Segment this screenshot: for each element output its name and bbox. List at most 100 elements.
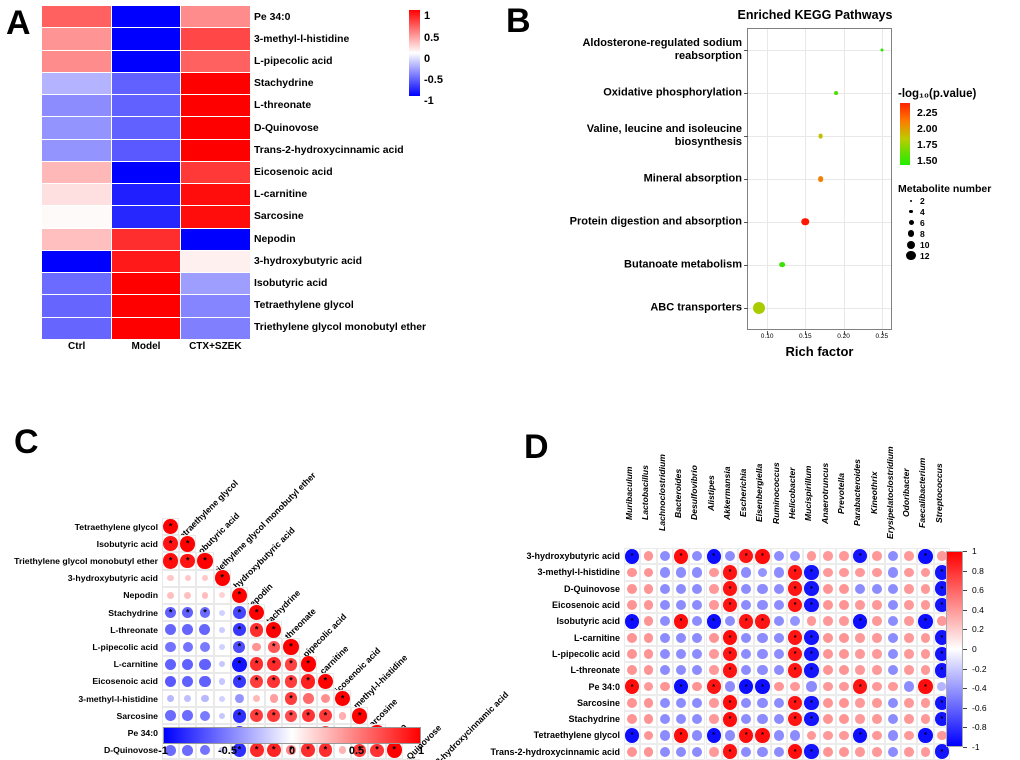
panel-d-cell: * <box>624 678 641 695</box>
panel-d-cell: * <box>787 743 804 760</box>
panel-c-cell: * <box>334 690 352 708</box>
panel-c-correlation-circle <box>184 591 192 599</box>
panel-b-xtick-label: 0.20 <box>837 333 850 340</box>
panel-c-significance-star: * <box>272 624 276 635</box>
panel-c-cell <box>213 758 231 760</box>
panel-a-cell <box>42 161 111 184</box>
panel-c-significance-star: * <box>186 607 190 618</box>
panel-d-cell <box>640 629 657 646</box>
panel-d-correlation-circle <box>773 697 784 708</box>
panel-b-size-legend-dot <box>909 209 913 214</box>
panel-d-row-label: Isobutyric acid <box>556 616 620 627</box>
panel-d-column-label: Erysipelatoclostridium <box>884 446 895 540</box>
panel-d-correlation-circle <box>741 648 752 660</box>
panel-d-cell: * <box>721 564 739 581</box>
panel-c-correlation-circle: * <box>180 535 196 552</box>
panel-b-data-point[interactable] <box>880 48 884 52</box>
panel-d-cell <box>835 629 853 646</box>
panel-d-correlation-circle <box>692 567 703 578</box>
panel-d-correlation-circle <box>708 665 719 676</box>
panel-d-cell <box>819 662 836 679</box>
panel-c-significance-star: * <box>323 676 328 687</box>
panel-a-cell <box>181 161 250 184</box>
panel-d-correlogram: *******3-hydroxybutyric acid****3-methyl… <box>490 447 950 760</box>
panel-b-data-point[interactable] <box>833 91 838 96</box>
panel-d-correlation-circle <box>920 632 931 643</box>
panel-a-cell <box>111 6 181 28</box>
panel-c-significance-star: * <box>306 744 310 755</box>
panel-d-significance-star: * <box>679 683 683 691</box>
panel-d-significance-star: * <box>679 732 683 740</box>
panel-d-significance-star: * <box>858 552 862 560</box>
panel-d-cell <box>787 678 804 695</box>
panel-c-cell <box>162 638 180 656</box>
panel-a-colorbar-tick: 0.5 <box>424 32 440 44</box>
panel-d-correlation-circle <box>659 632 670 643</box>
panel-b-data-point[interactable] <box>779 261 786 268</box>
panel-d-cell <box>917 596 934 614</box>
panel-b-size-legend-row: 4 <box>902 206 1020 217</box>
panel-b-size-legend-dot-wrap <box>902 230 920 237</box>
panel-d-correlation-circle: * <box>918 548 933 564</box>
panel-d-significance-star: * <box>712 683 716 691</box>
panel-a-cell <box>111 273 181 295</box>
panel-b-data-point[interactable] <box>801 218 810 226</box>
panel-b-size-legend-label: 10 <box>920 239 930 250</box>
panel-c-correlation-circle: * <box>335 690 351 707</box>
panel-d-column-label: Faecalibacterium <box>917 457 928 529</box>
panel-c-cell: * <box>230 604 248 622</box>
panel-a-row-label: L-pipecolic acid <box>254 56 333 67</box>
panel-d-correlation-circle <box>871 616 882 627</box>
panel-d-cell: * <box>787 662 804 679</box>
panel-c-correlation-circle: * <box>267 674 281 689</box>
panel-c-row-label: Triethylene glycol monobutyl ether <box>14 556 158 566</box>
panel-d-significance-star: * <box>728 748 732 756</box>
panel-d-correlation-circle <box>887 665 899 676</box>
panel-d-cell <box>819 727 836 744</box>
panel-c-cell <box>162 655 180 673</box>
panel-d-correlation-circle <box>675 583 687 594</box>
panel-d-row-label: D-Quinovose <box>563 583 620 594</box>
panel-d-correlation-circle: * <box>722 744 738 760</box>
panel-d-significance-star: * <box>810 748 813 756</box>
panel-c-correlation-circle <box>219 643 226 651</box>
panel-c-cell <box>179 707 197 725</box>
panel-d-correlation-circle: * <box>804 597 819 613</box>
panel-a-cell <box>181 317 250 339</box>
panel-d-cell <box>656 613 673 630</box>
panel-d-correlation-circle <box>773 746 784 757</box>
panel-d-cell: * <box>738 613 755 630</box>
panel-d-correlation-circle <box>871 697 882 708</box>
panel-d-correlation-circle <box>871 649 882 659</box>
panel-d-cell: * <box>787 596 804 614</box>
panel-d-correlation-circle <box>659 730 670 741</box>
panel-d-colorbar-tick: -0.2 <box>972 663 987 674</box>
panel-d-cell <box>901 629 918 646</box>
panel-d-cell <box>819 548 836 565</box>
panel-d-cell <box>835 694 853 711</box>
panel-b-data-point[interactable] <box>753 301 766 314</box>
panel-d-cell <box>884 580 902 597</box>
panel-d-cell <box>852 743 869 760</box>
panel-b-data-point[interactable] <box>817 176 824 182</box>
panel-d-correlation-circle <box>839 616 849 627</box>
panel-d-correlation-circle <box>627 583 638 594</box>
panel-d-correlation-circle <box>757 567 768 578</box>
panel-d-correlation-circle <box>887 551 899 562</box>
panel-d-cell <box>868 694 885 711</box>
panel-c-significance-star: * <box>272 676 276 687</box>
panel-d-correlation-circle: * <box>739 679 754 694</box>
panel-c-cell <box>196 690 214 708</box>
panel-c-cell <box>162 758 180 760</box>
panel-a-cell <box>111 50 181 72</box>
panel-d-column-label: Parabacteroides <box>852 459 863 527</box>
panel-d-cell <box>852 711 869 728</box>
panel-d-cell <box>819 613 836 630</box>
panel-b-data-point[interactable] <box>818 133 824 139</box>
panel-d-cell: * <box>852 548 869 565</box>
panel-d-correlation-circle <box>757 714 768 725</box>
panel-d-correlation-circle <box>773 599 784 611</box>
panel-d-correlation-circle <box>741 746 752 757</box>
panel-c-correlation-circle <box>165 624 177 636</box>
